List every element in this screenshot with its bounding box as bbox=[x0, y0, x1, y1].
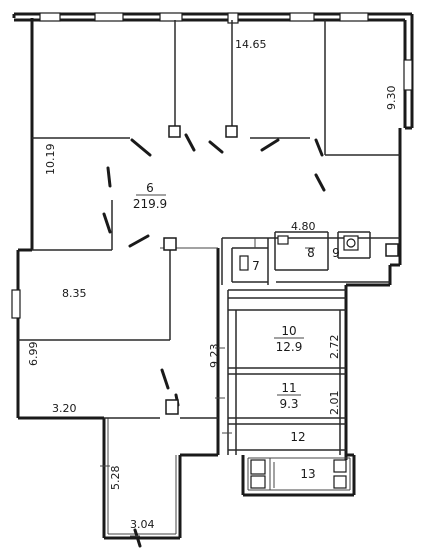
door bbox=[130, 138, 152, 157]
room-6-number: 6 bbox=[146, 181, 154, 195]
door bbox=[314, 138, 324, 157]
door bbox=[260, 138, 280, 152]
toilet-icon bbox=[250, 475, 266, 489]
door bbox=[314, 173, 326, 192]
outer-walls bbox=[12, 12, 414, 540]
door bbox=[160, 368, 170, 390]
sink-icon bbox=[277, 235, 289, 245]
window bbox=[403, 59, 413, 91]
door bbox=[184, 133, 196, 152]
room-10-number: 10 bbox=[281, 324, 296, 338]
room-13-number: 13 bbox=[300, 467, 315, 481]
window bbox=[11, 289, 21, 319]
dimension-label: 5.28 bbox=[109, 466, 122, 491]
columns bbox=[163, 125, 399, 415]
column bbox=[385, 243, 399, 257]
window bbox=[159, 12, 183, 22]
dimension-label: 10.19 bbox=[44, 144, 57, 176]
dimension-label: 3.20 bbox=[52, 402, 77, 415]
door bbox=[208, 140, 224, 154]
dimension-ticks bbox=[100, 238, 315, 537]
room-10-area: 12.9 bbox=[276, 340, 303, 354]
window bbox=[289, 12, 315, 22]
partitions bbox=[18, 20, 400, 535]
dimension-label: 14.65 bbox=[235, 38, 267, 51]
room-12-number: 12 bbox=[290, 430, 305, 444]
room-labels: 6 219.9 7 8 9 10 12.9 11 9.3 12 13 bbox=[133, 181, 340, 481]
doors bbox=[102, 133, 326, 548]
window bbox=[339, 12, 369, 22]
dimension-labels: 14.65 9.30 10.19 4.80 8.35 6.99 9.23 2.7… bbox=[27, 38, 398, 531]
dimension-label: 9.30 bbox=[385, 86, 398, 111]
window bbox=[227, 12, 239, 24]
dimension-label: 2.72 bbox=[328, 335, 341, 360]
column bbox=[165, 399, 179, 415]
fixtures bbox=[239, 235, 359, 489]
door bbox=[102, 212, 112, 234]
sink-icon bbox=[333, 459, 347, 473]
room-8-number: 8 bbox=[307, 246, 315, 260]
windows bbox=[11, 12, 413, 319]
room-7-number: 7 bbox=[252, 259, 260, 273]
door bbox=[128, 234, 150, 248]
dimension-label: 9.23 bbox=[208, 344, 221, 369]
dimension-label: 4.80 bbox=[291, 220, 316, 233]
toilet-icon bbox=[250, 459, 266, 475]
toilet-icon bbox=[239, 255, 249, 271]
sink-icon bbox=[333, 475, 347, 489]
room-9-number: 9 bbox=[332, 246, 340, 260]
drain-icon bbox=[346, 238, 356, 248]
room-11-area: 9.3 bbox=[279, 397, 298, 411]
column bbox=[225, 125, 238, 138]
dimension-label: 2.01 bbox=[328, 391, 341, 416]
door bbox=[133, 528, 142, 548]
column bbox=[168, 125, 181, 138]
dimension-label: 3.04 bbox=[130, 518, 155, 531]
window bbox=[94, 12, 124, 22]
column bbox=[163, 237, 177, 251]
dimension-label: 6.99 bbox=[27, 342, 40, 367]
room-11-number: 11 bbox=[281, 381, 296, 395]
dimension-label: 8.35 bbox=[62, 287, 87, 300]
room-6-area: 219.9 bbox=[133, 197, 167, 211]
door bbox=[106, 166, 112, 188]
window bbox=[39, 12, 61, 22]
